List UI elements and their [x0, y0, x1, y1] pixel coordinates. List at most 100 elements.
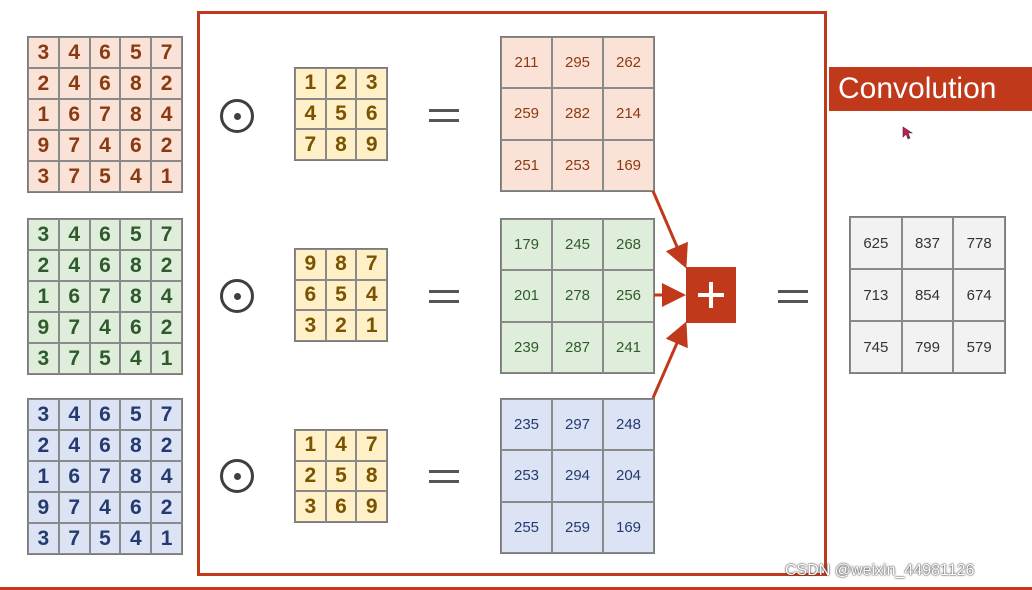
grid-cell: 5 — [120, 219, 152, 250]
grid-cell: 7 — [295, 129, 326, 160]
grid-cell: 5 — [89, 523, 121, 554]
grid-cell: 4 — [295, 98, 326, 130]
grid-cell: 5 — [120, 399, 152, 430]
grid-cell: 239 — [501, 321, 552, 373]
mouse-cursor-icon — [902, 126, 913, 140]
operation-frame — [197, 11, 827, 576]
grid-cell: 2 — [151, 492, 182, 523]
grid-cell: 6 — [58, 281, 90, 312]
grid-cell: 6 — [120, 492, 152, 523]
grid-cell: 5 — [325, 279, 357, 311]
grid-cell: 1 — [151, 523, 182, 554]
grid-cell: 1 — [28, 99, 59, 130]
grid-cell: 7 — [356, 430, 387, 461]
grid-cell: 169 — [603, 139, 654, 191]
grid-cell: 6 — [89, 430, 121, 461]
grid-cell: 3 — [28, 523, 59, 554]
grid-cell: 4 — [58, 219, 90, 250]
grid-cell: 1 — [28, 281, 59, 312]
grid-cell: 4 — [89, 492, 121, 523]
equals-icon — [429, 470, 459, 483]
grid-cell: 245 — [552, 219, 603, 271]
bottom-border — [0, 587, 1032, 590]
grid-cell: 6 — [89, 37, 121, 68]
grid-cell: 295 — [552, 37, 603, 89]
grid-cell: 2 — [151, 68, 182, 99]
grid-cell: 674 — [953, 269, 1005, 321]
grid-cell: 201 — [501, 270, 552, 322]
grid-cell: 4 — [151, 99, 182, 130]
grid-cell: 1 — [151, 343, 182, 374]
grid-cell: 7 — [58, 161, 90, 192]
grid-cell: 2 — [28, 430, 59, 461]
grid-cell: 6 — [58, 461, 90, 492]
grid-cell: 7 — [89, 99, 121, 130]
grid-cell: 248 — [603, 399, 654, 451]
grid-cell: 282 — [552, 88, 603, 140]
circled-dot-icon — [220, 279, 254, 313]
grid-cell: 9 — [28, 312, 59, 343]
grid-cell: 8 — [325, 249, 357, 280]
grid-cell: 268 — [603, 219, 654, 271]
grid-cell: 579 — [953, 321, 1005, 373]
grid-cell: 5 — [120, 37, 152, 68]
grid-cell: 2 — [28, 68, 59, 99]
grid-cell: 3 — [28, 161, 59, 192]
grid-cell: 2 — [151, 250, 182, 281]
grid-cell: 6 — [120, 130, 152, 161]
grid-cell: 4 — [58, 250, 90, 281]
grid-cell: 3 — [356, 68, 387, 99]
plus-icon — [686, 267, 736, 323]
grid-cell: 2 — [325, 68, 357, 99]
grid-cell: 5 — [89, 161, 121, 192]
grid-cell: 4 — [120, 523, 152, 554]
grid-cell: 7 — [89, 461, 121, 492]
grid-cell: 6 — [58, 99, 90, 130]
grid-cell: 3 — [28, 219, 59, 250]
grid-cell: 6 — [325, 491, 357, 522]
circled-dot-icon — [220, 99, 254, 133]
grid-cell: 854 — [901, 269, 954, 321]
grid-cell: 8 — [120, 430, 152, 461]
arrow-from-result-1 — [651, 190, 688, 269]
equals-icon — [429, 109, 459, 122]
grid-cell: 262 — [603, 37, 654, 89]
grid-cell: 6 — [89, 68, 121, 99]
equals-icon — [429, 290, 459, 303]
grid-cell: 3 — [295, 310, 326, 341]
grid-cell: 778 — [953, 217, 1005, 269]
grid-cell: 4 — [89, 130, 121, 161]
grid-cell: 2 — [325, 310, 357, 341]
grid-cell: 1 — [295, 68, 326, 99]
grid-cell: 259 — [552, 501, 603, 553]
grid-cell: 4 — [120, 161, 152, 192]
convolution-title: Convolution — [829, 67, 1032, 111]
grid-cell: 837 — [901, 217, 954, 269]
grid-cell: 7 — [151, 37, 182, 68]
grid-cell: 4 — [120, 343, 152, 374]
grid-cell: 1 — [295, 430, 326, 461]
grid-cell: 1 — [151, 161, 182, 192]
grid-cell: 253 — [552, 139, 603, 191]
grid-cell: 4 — [356, 279, 387, 311]
grid-cell: 256 — [603, 270, 654, 322]
grid-cell: 7 — [151, 399, 182, 430]
grid-cell: 6 — [89, 250, 121, 281]
grid-cell: 6 — [89, 219, 121, 250]
grid-cell: 7 — [58, 130, 90, 161]
circled-dot-icon — [220, 459, 254, 493]
grid-cell: 3 — [295, 491, 326, 522]
grid-cell: 255 — [501, 501, 552, 553]
grid-cell: 6 — [120, 312, 152, 343]
grid-cell: 7 — [58, 492, 90, 523]
grid-cell: 4 — [151, 461, 182, 492]
grid-cell: 294 — [552, 450, 603, 502]
grid-cell: 6 — [295, 279, 326, 311]
grid-cell: 1 — [356, 310, 387, 341]
